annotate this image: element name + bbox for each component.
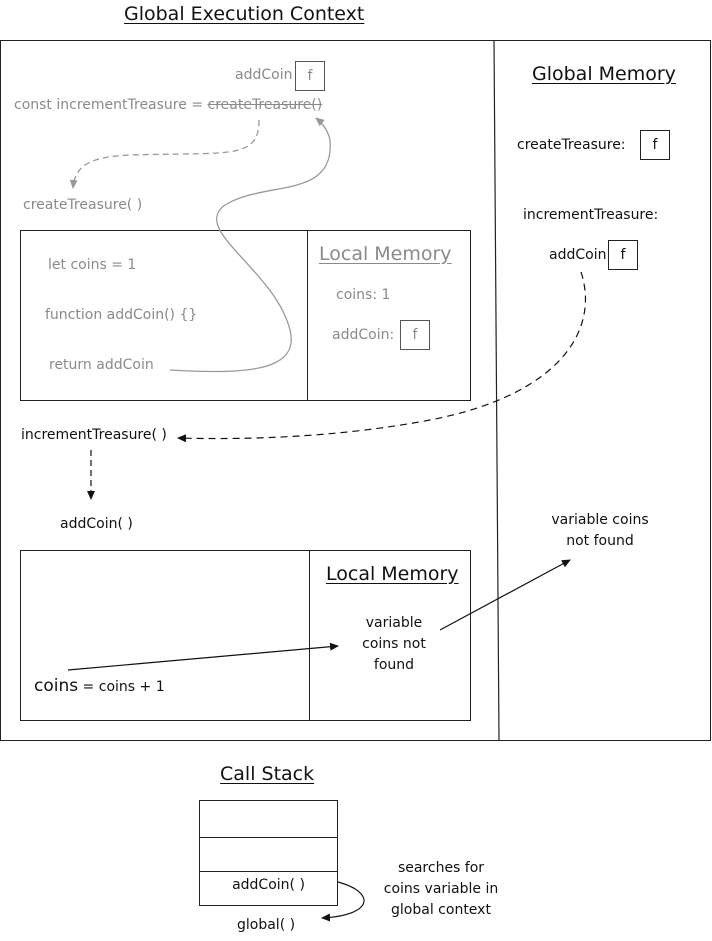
call-stack-separator-2 xyxy=(199,871,338,872)
local-memory-title-1: Local Memory xyxy=(319,243,452,265)
local-memory-function-box: f xyxy=(400,320,430,350)
call-stack-global: global( ) xyxy=(237,917,296,933)
local-context-box-2 xyxy=(20,550,471,721)
global-memory-create-treasure: createTreasure: xyxy=(517,137,626,153)
call-stack-separator-1 xyxy=(199,837,338,838)
code-var-coins: coins xyxy=(34,676,79,696)
addcoin-label: addCoin xyxy=(235,67,293,83)
global-context-frame xyxy=(0,40,711,741)
local-memory-title-2: Local Memory xyxy=(326,563,459,585)
local-memory-addcoin: addCoin: xyxy=(332,327,395,343)
addcoin-call: addCoin( ) xyxy=(60,516,133,532)
global-context-title: Global Execution Context xyxy=(124,3,365,25)
local-memory-coins: coins: 1 xyxy=(336,287,391,303)
code-line-let-coins: let coins = 1 xyxy=(48,257,137,273)
global-memory-function-box-2: f xyxy=(608,240,638,270)
call-stack-frame-addcoin: addCoin( ) xyxy=(232,877,305,893)
global-memory-increment-treasure: incrementTreasure: xyxy=(523,207,659,223)
call-stack-title: Call Stack xyxy=(220,763,315,785)
local-memory-note: variable coins not found xyxy=(362,615,426,673)
code-rest: = coins + 1 xyxy=(78,679,165,695)
create-treasure-call: createTreasure( ) xyxy=(23,197,143,213)
local-context-divider-1 xyxy=(307,230,308,401)
increment-treasure-call: incrementTreasure( ) xyxy=(21,427,167,443)
local-context-divider-2 xyxy=(309,550,310,721)
variable-not-found-note: variable coins not found xyxy=(551,512,649,549)
const-line-prefix: const incrementTreasure = xyxy=(14,97,208,113)
const-line-call: createTreasure() xyxy=(207,97,323,113)
global-memory-title: Global Memory xyxy=(532,63,676,85)
call-stack-frame xyxy=(199,800,338,906)
code-line-coins-increment: coins = coins + 1 xyxy=(34,676,165,696)
global-memory-addcoin: addCoin xyxy=(549,247,607,263)
call-stack-note: searches for coins variable in global co… xyxy=(383,860,499,918)
global-memory-function-box-1: f xyxy=(640,130,670,160)
const-increment-treasure-line: const incrementTreasure = createTreasure… xyxy=(14,97,322,113)
code-line-function-addcoin: function addCoin() {} xyxy=(45,307,198,323)
code-line-return-addcoin: return addCoin xyxy=(49,357,154,373)
function-symbol-box: f xyxy=(295,61,325,91)
